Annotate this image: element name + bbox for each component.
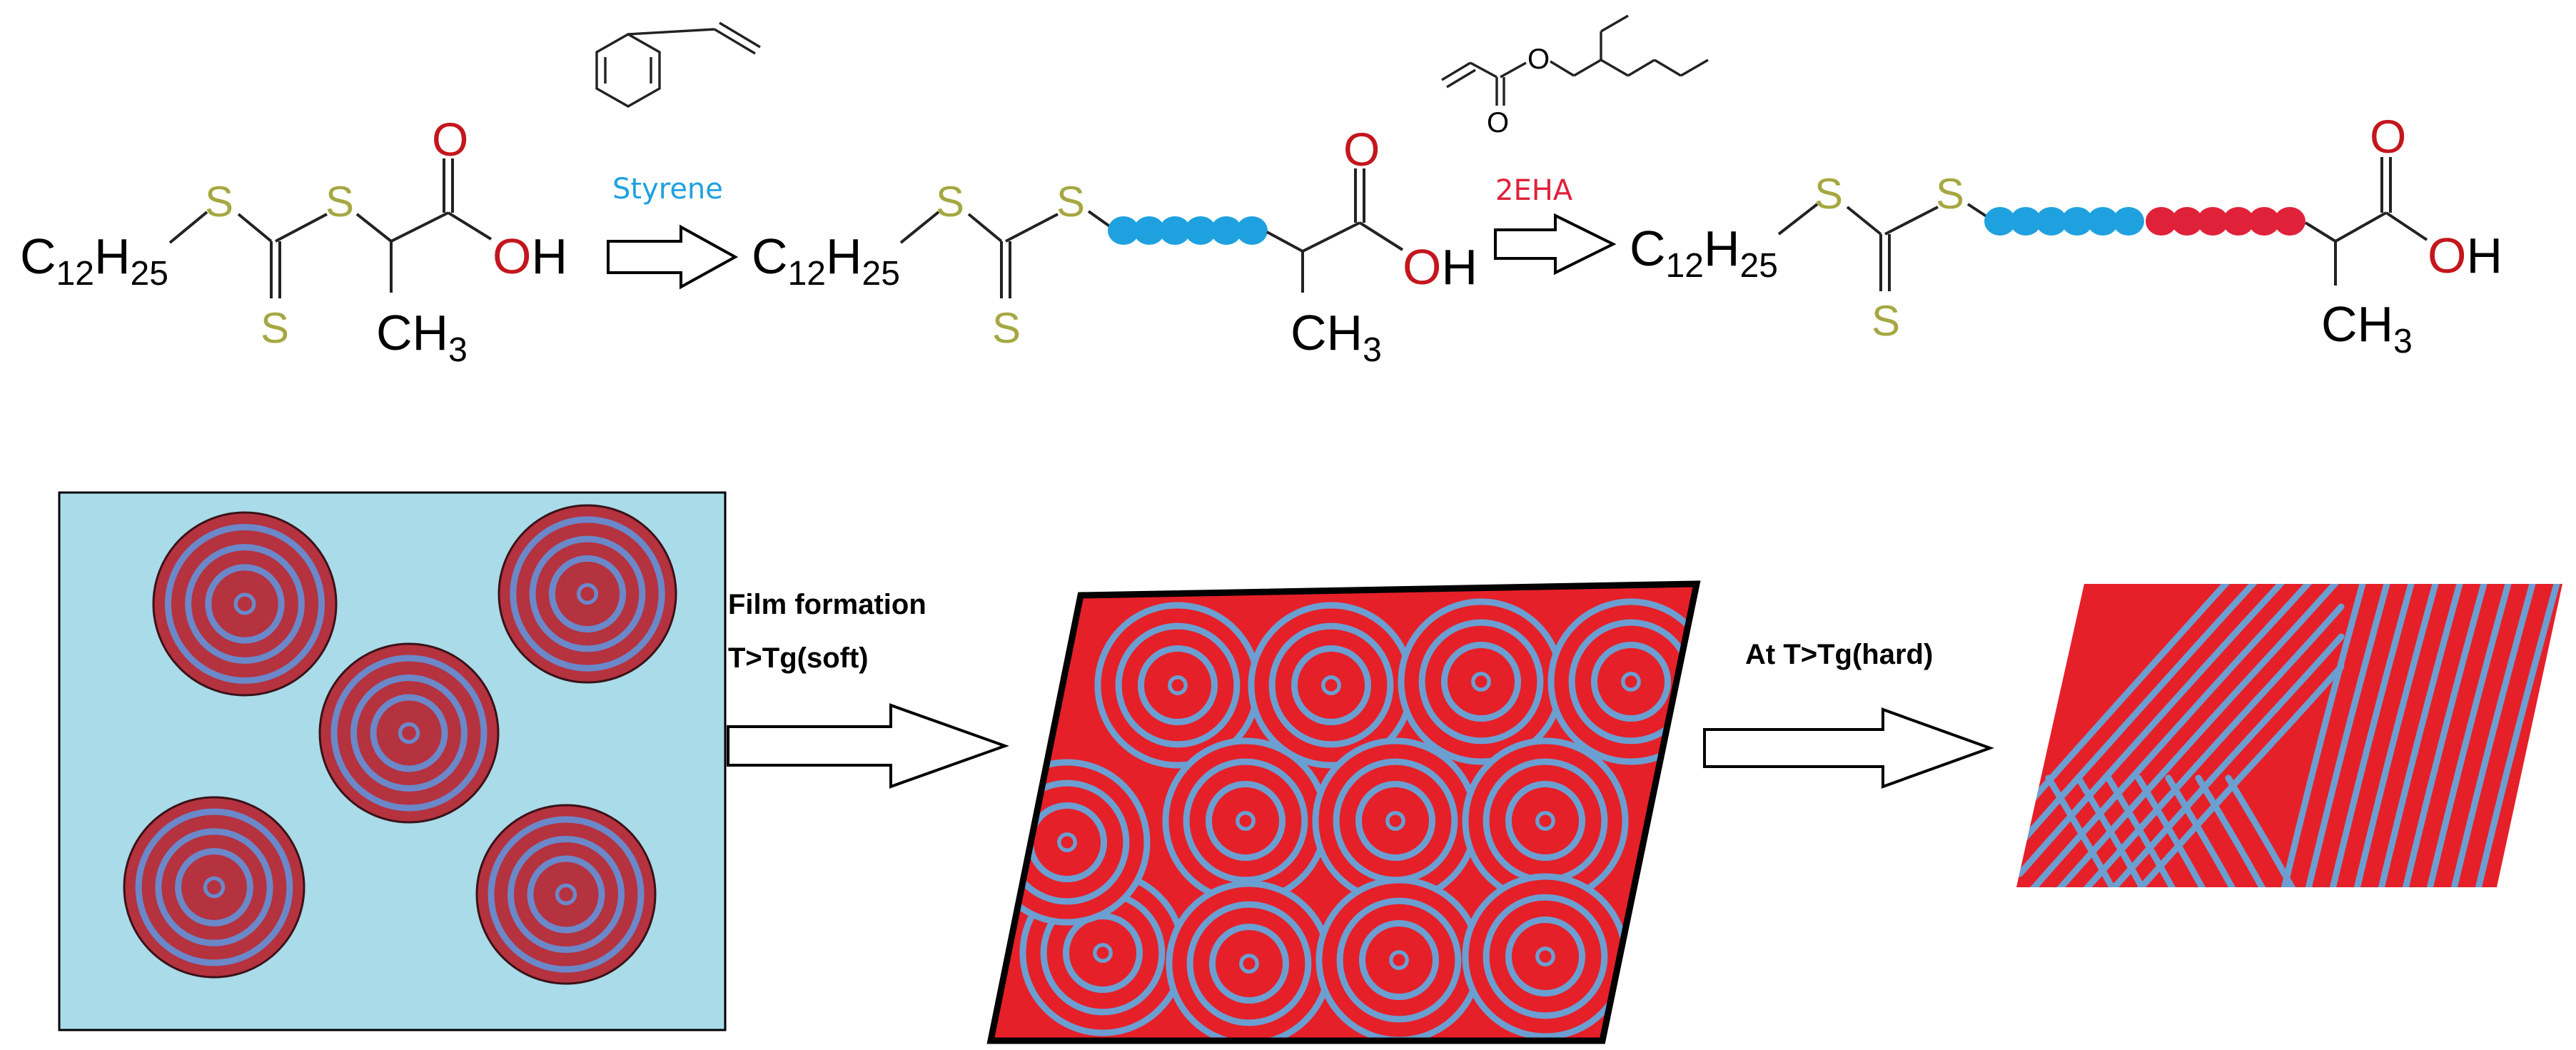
2eha-label: 2EHA bbox=[1495, 174, 1573, 207]
lamella-7 bbox=[2016, 633, 2345, 887]
sulfur-2c: S bbox=[992, 304, 1021, 352]
arrow-annealing bbox=[1703, 707, 1994, 789]
sulfur-1c: S bbox=[261, 304, 289, 352]
lamella-6 bbox=[2016, 603, 2345, 887]
2eha-structure: O O bbox=[1441, 14, 1709, 138]
styrene-label: Styrene bbox=[612, 173, 723, 206]
oxygen-3: O bbox=[2370, 110, 2406, 163]
block-copolymer-structure: C12H25 S S S CH3 O bbox=[1630, 110, 2502, 360]
film-particle-12 bbox=[991, 759, 1151, 926]
lamella-1 bbox=[2016, 584, 2345, 817]
film-particle-9 bbox=[1166, 880, 1333, 1041]
sulfur-2a: S bbox=[936, 178, 964, 226]
arrow-film-formation bbox=[727, 703, 1009, 789]
oxygen-2: O bbox=[1343, 123, 1380, 176]
film-formation-label: Film formation bbox=[728, 589, 926, 620]
styrene-structure bbox=[595, 21, 761, 108]
2eha-ester-o: O bbox=[1527, 44, 1550, 75]
film-particle-10 bbox=[1315, 877, 1483, 1041]
film-particle-3 bbox=[1398, 598, 1565, 765]
latex-particle-4 bbox=[123, 796, 305, 979]
ps-macroraft-structure: C12H25 S S S CH3 O OH bbox=[752, 123, 1478, 369]
sulfur-3c: S bbox=[1872, 297, 1900, 345]
sulfur-1b: S bbox=[325, 178, 354, 226]
lamella-24 bbox=[2475, 584, 2560, 887]
oxygen-1: O bbox=[432, 113, 468, 166]
hydroxyl-1: OH bbox=[493, 228, 567, 284]
sulfur-3b: S bbox=[1936, 170, 1964, 218]
latex-particles bbox=[123, 504, 677, 985]
lamella-20 bbox=[2378, 584, 2463, 887]
lamella-14 bbox=[2195, 774, 2266, 887]
chain-group-2: C12H25 bbox=[752, 228, 900, 293]
2eha-carbonyl-o: O bbox=[1487, 107, 1509, 138]
hard-tg-label: At T>Tg(hard) bbox=[1745, 639, 1933, 670]
lamella-13 bbox=[2165, 774, 2236, 887]
lamella-9 bbox=[2045, 774, 2116, 887]
lamella-3 bbox=[2016, 584, 2345, 877]
arrow-styrene bbox=[607, 224, 739, 290]
latex-particle-2 bbox=[497, 504, 677, 684]
lamella-4 bbox=[2016, 584, 2345, 887]
lamella-19 bbox=[2353, 584, 2439, 887]
latex-dispersion-panel bbox=[58, 491, 727, 1031]
raft-agent-structure: C12H25 S S S CH3 O OH bbox=[20, 113, 567, 369]
styrene-block-1 bbox=[1108, 216, 1268, 245]
lamella-18 bbox=[2329, 584, 2415, 887]
lamella-22 bbox=[2426, 584, 2512, 887]
chain-group-3: C12H25 bbox=[1630, 221, 1778, 285]
lamella-23 bbox=[2450, 584, 2536, 887]
film-particle-11 bbox=[1462, 873, 1629, 1040]
lamella-2 bbox=[2016, 584, 2345, 847]
lamella-21 bbox=[2402, 584, 2487, 887]
chain-group-1: C12H25 bbox=[20, 228, 168, 293]
soft-tg-label: T>Tg(soft) bbox=[728, 642, 869, 674]
styrene-block-2 bbox=[1984, 207, 2144, 236]
lamella-5 bbox=[2016, 584, 2345, 887]
film-particle-1 bbox=[1094, 602, 1261, 769]
latex-particle-1 bbox=[152, 511, 338, 697]
film-particle-5 bbox=[1162, 737, 1329, 904]
hydroxyl-3: OH bbox=[2428, 228, 2502, 283]
methyl-2: CH3 bbox=[1290, 305, 1382, 369]
lamella-17 bbox=[2305, 584, 2390, 887]
lamella-16 bbox=[2280, 584, 2366, 887]
lamella-11 bbox=[2105, 774, 2176, 887]
lamella-12 bbox=[2135, 774, 2206, 887]
lamella-27 bbox=[2547, 584, 2562, 887]
film-particle-6 bbox=[1312, 737, 1479, 904]
latex-particle-5 bbox=[475, 804, 657, 985]
latex-particle-3 bbox=[318, 642, 500, 824]
sulfur-2b: S bbox=[1056, 178, 1085, 226]
2eha-block bbox=[2146, 207, 2305, 236]
methyl-1: CH3 bbox=[376, 305, 468, 369]
hydroxyl-2: OH bbox=[1403, 239, 1478, 295]
lamellar-film-panel bbox=[2016, 584, 2562, 887]
arrow-2eha bbox=[1494, 213, 1617, 276]
lamella-10 bbox=[2075, 774, 2146, 887]
sulfur-3a: S bbox=[1814, 170, 1843, 218]
sulfur-1a: S bbox=[205, 178, 233, 226]
coalesced-film-panel bbox=[986, 580, 1701, 1044]
methyl-3: CH3 bbox=[2321, 296, 2413, 360]
